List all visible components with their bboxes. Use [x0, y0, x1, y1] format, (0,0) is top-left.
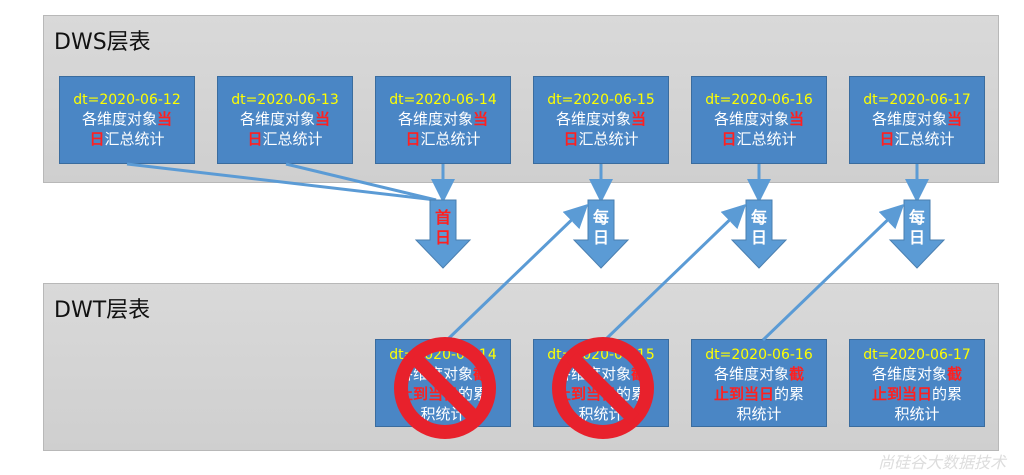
- dwt-box-text: 的累: [932, 385, 963, 403]
- arrow-label-char: 日: [750, 228, 767, 247]
- arrow-label-first-day: 首 日: [433, 208, 453, 248]
- dws-box-text: 汇总统计: [420, 130, 481, 148]
- dwt-box-text: 的累: [458, 385, 489, 403]
- arrow-label-char: 日: [434, 228, 451, 247]
- dwt-box-text: 各维度对象: [713, 365, 789, 383]
- arrow-label-char: 每: [908, 208, 925, 227]
- dwt-box-0617: dt=2020-06-17 各维度对象截 止到当日的累 积统计: [849, 339, 985, 427]
- arrow-label-char: 日: [908, 228, 925, 247]
- dws-box-text: 各维度对象: [871, 110, 947, 128]
- dws-box-text: 汇总统计: [578, 130, 639, 148]
- dwt-box-0616: dt=2020-06-16 各维度对象截 止到当日的累 积统计: [691, 339, 827, 427]
- dws-box-0613: dt=2020-06-13 各维度对象当 日汇总统计: [217, 76, 353, 164]
- dws-box-0612: dt=2020-06-12 各维度对象当 日汇总统计: [59, 76, 195, 164]
- watermark: 尚硅谷大数据技术: [877, 453, 1006, 472]
- dws-box-date: dt=2020-06-14: [389, 92, 497, 108]
- dws-box-date: dt=2020-06-15: [547, 92, 655, 108]
- dws-box-text: 各维度对象: [239, 110, 315, 128]
- dws-box-date: dt=2020-06-17: [863, 92, 971, 108]
- dwt-box-highlight: 止到当日: [713, 385, 774, 403]
- connector-line: [126, 162, 437, 202]
- dws-box-highlight: 当: [315, 110, 331, 128]
- dws-box-text: 各维度对象: [713, 110, 789, 128]
- dws-box-date: dt=2020-06-12: [73, 92, 181, 108]
- dwt-box-text: 积统计: [420, 405, 466, 423]
- dws-layer-title: DWS层表: [54, 30, 151, 55]
- dwt-box-text: 各维度对象: [871, 365, 947, 383]
- dwt-box-highlight: 止到当日: [871, 385, 932, 403]
- connector-line: [285, 162, 437, 202]
- dws-box-text: 各维度对象: [81, 110, 157, 128]
- dws-box-text: 汇总统计: [262, 130, 323, 148]
- dws-box-0616: dt=2020-06-16 各维度对象当 日汇总统计: [691, 76, 827, 164]
- dws-box-highlight: 当: [473, 110, 489, 128]
- dws-box-text: 各维度对象: [555, 110, 631, 128]
- dws-box-highlight: 日: [563, 130, 579, 148]
- feedback-line: [761, 203, 905, 342]
- dws-box-highlight: 当: [947, 110, 963, 128]
- dws-layer-panel: DWS层表: [43, 15, 999, 183]
- dws-box-highlight: 日: [721, 130, 737, 148]
- feedback-line: [445, 203, 589, 342]
- dws-box-highlight: 当: [789, 110, 805, 128]
- down-arrow-daily: [572, 199, 630, 269]
- dwt-box-text: 的累: [616, 385, 647, 403]
- down-arrow-first-day: [414, 199, 472, 269]
- dwt-box-date: dt=2020-06-16: [705, 347, 813, 363]
- dws-box-highlight: 当: [631, 110, 647, 128]
- arrow-label-daily: 每 日: [749, 208, 769, 248]
- dws-box-highlight: 当: [157, 110, 173, 128]
- dws-box-text: 各维度对象: [397, 110, 473, 128]
- down-arrow-daily: [888, 199, 946, 269]
- arrow-label-char: 每: [750, 208, 767, 227]
- dwt-box-text: 积统计: [736, 405, 782, 423]
- arrow-label-char: 日: [592, 228, 609, 247]
- dws-box-0617: dt=2020-06-17 各维度对象当 日汇总统计: [849, 76, 985, 164]
- arrow-label-daily: 每 日: [591, 208, 611, 248]
- dws-box-highlight: 日: [879, 130, 895, 148]
- prohibited-icon: [394, 337, 496, 439]
- arrow-label-char: 每: [592, 208, 609, 227]
- dwt-box-text: 积统计: [894, 405, 940, 423]
- dws-box-date: dt=2020-06-13: [231, 92, 339, 108]
- down-arrow-daily: [730, 199, 788, 269]
- dwt-box-highlight: 截: [947, 365, 963, 383]
- arrow-label-char: 首: [434, 208, 451, 227]
- dws-box-highlight: 日: [247, 130, 263, 148]
- dwt-box-text: 的累: [774, 385, 805, 403]
- arrow-label-daily: 每 日: [907, 208, 927, 248]
- dws-box-0615: dt=2020-06-15 各维度对象当 日汇总统计: [533, 76, 669, 164]
- dwt-box-text: 积统计: [578, 405, 624, 423]
- dwt-box-highlight: 截: [789, 365, 805, 383]
- dwt-box-date: dt=2020-06-17: [863, 347, 971, 363]
- dws-box-text: 汇总统计: [894, 130, 955, 148]
- prohibited-icon: [552, 337, 654, 439]
- feedback-line: [603, 203, 747, 342]
- dwt-layer-title: DWT层表: [54, 298, 151, 323]
- dwt-layer-panel: DWT层表: [43, 283, 999, 451]
- dws-box-highlight: 日: [89, 130, 105, 148]
- dws-box-0614: dt=2020-06-14 各维度对象当 日汇总统计: [375, 76, 511, 164]
- dws-box-text: 汇总统计: [104, 130, 165, 148]
- dws-box-text: 汇总统计: [736, 130, 797, 148]
- dws-box-date: dt=2020-06-16: [705, 92, 813, 108]
- dws-box-highlight: 日: [405, 130, 421, 148]
